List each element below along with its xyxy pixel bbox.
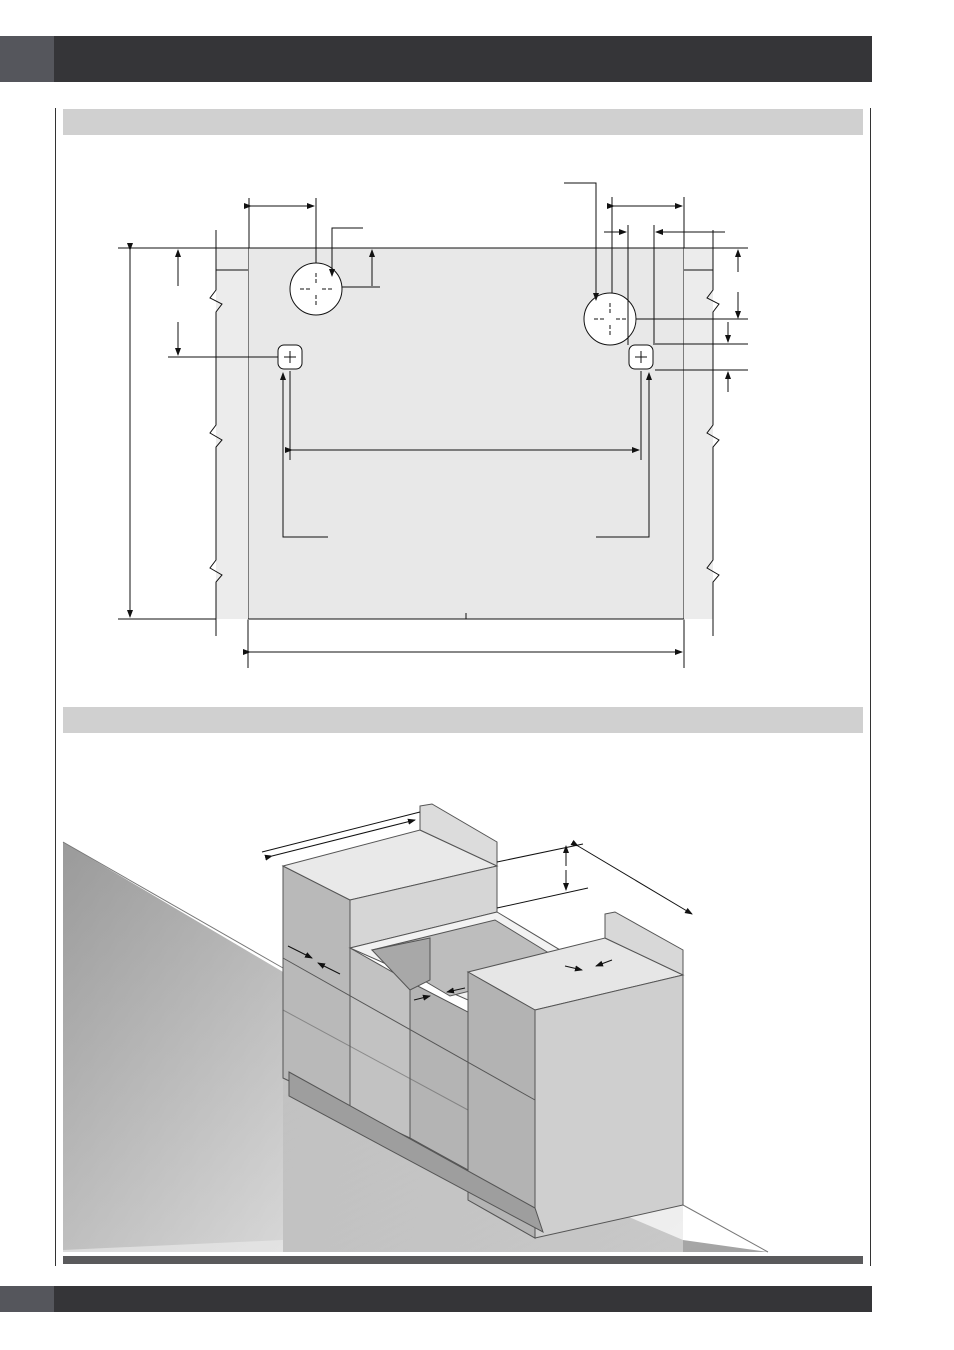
rear-panel-dimension-drawing [118,182,748,668]
section-bar-bottom [63,707,863,733]
section-bar-top [63,109,863,135]
frame-right-line [870,108,871,1266]
frame-left-line [55,108,56,1266]
footer-tab [0,1286,54,1312]
header-band [54,36,872,82]
footer-band [54,1286,872,1312]
header-tab [0,36,54,82]
frame-bottom-strip [63,1256,863,1264]
